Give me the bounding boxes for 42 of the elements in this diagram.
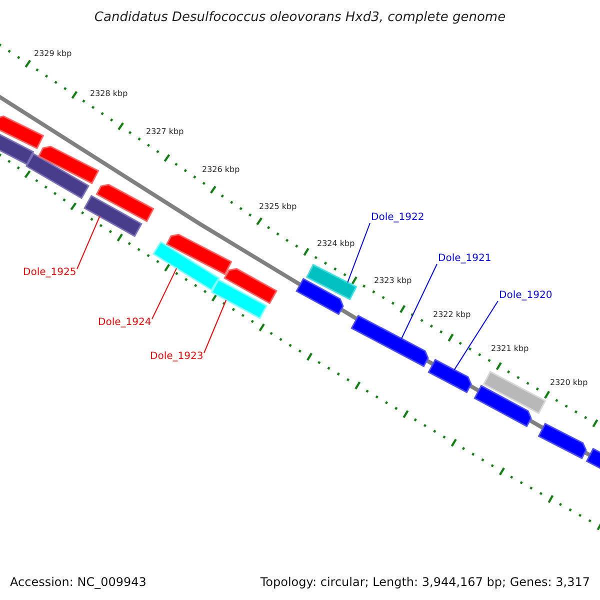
leader-line [152,268,177,320]
gene-feature [96,184,154,222]
position-label: 2326 kbp [202,166,240,174]
gene-feature [210,278,268,320]
leader-line [76,216,100,270]
gene-feature [474,384,532,428]
accession-text: Accession: NC_009943 [10,576,146,588]
position-label: 2327 kbp [146,128,184,136]
gene-feature [152,241,220,291]
position-label: 2325 kbp [259,203,297,211]
leader-line [454,300,498,370]
gene-feature [25,152,90,200]
position-label: 2321 kbp [491,345,529,353]
position-label: 2328 kbp [90,90,128,98]
gene-label: Dole_1922 [371,213,424,223]
gene-feature [166,234,232,276]
gene-feature [224,268,278,304]
position-label: 2322 kbp [433,311,471,319]
gene-feature [538,422,587,460]
gene-feature [38,146,100,184]
gene-feature [296,278,344,316]
gene-feature [306,264,358,300]
gene-feature [0,116,44,150]
position-label: 2324 kbp [317,240,355,248]
gene-label: Dole_1923 [150,352,204,362]
leader-line [401,264,438,340]
gene-feature [84,194,142,238]
position-label: 2320 kbp [550,379,588,387]
gene-label: Dole_1925 [23,268,76,278]
gene-label: Dole_1924 [98,318,152,328]
gene-feature [0,132,34,166]
gene-feature [428,358,472,394]
leader-line [204,300,227,354]
position-label: 2329 kbp [34,50,72,58]
gene-feature [350,314,429,368]
genome-info-text: Topology: circular; Length: 3,944,167 bp; Genes: 3,317 [260,576,590,588]
gene-label: Dole_1921 [438,254,492,264]
position-label: 2323 kbp [374,277,412,285]
leader-line [347,222,370,283]
gene-feature [482,370,546,414]
title: Candidatus Desulfococcus oleovorans Hxd3, complete genome [93,11,507,24]
gene-label: Dole_1920 [499,291,552,301]
